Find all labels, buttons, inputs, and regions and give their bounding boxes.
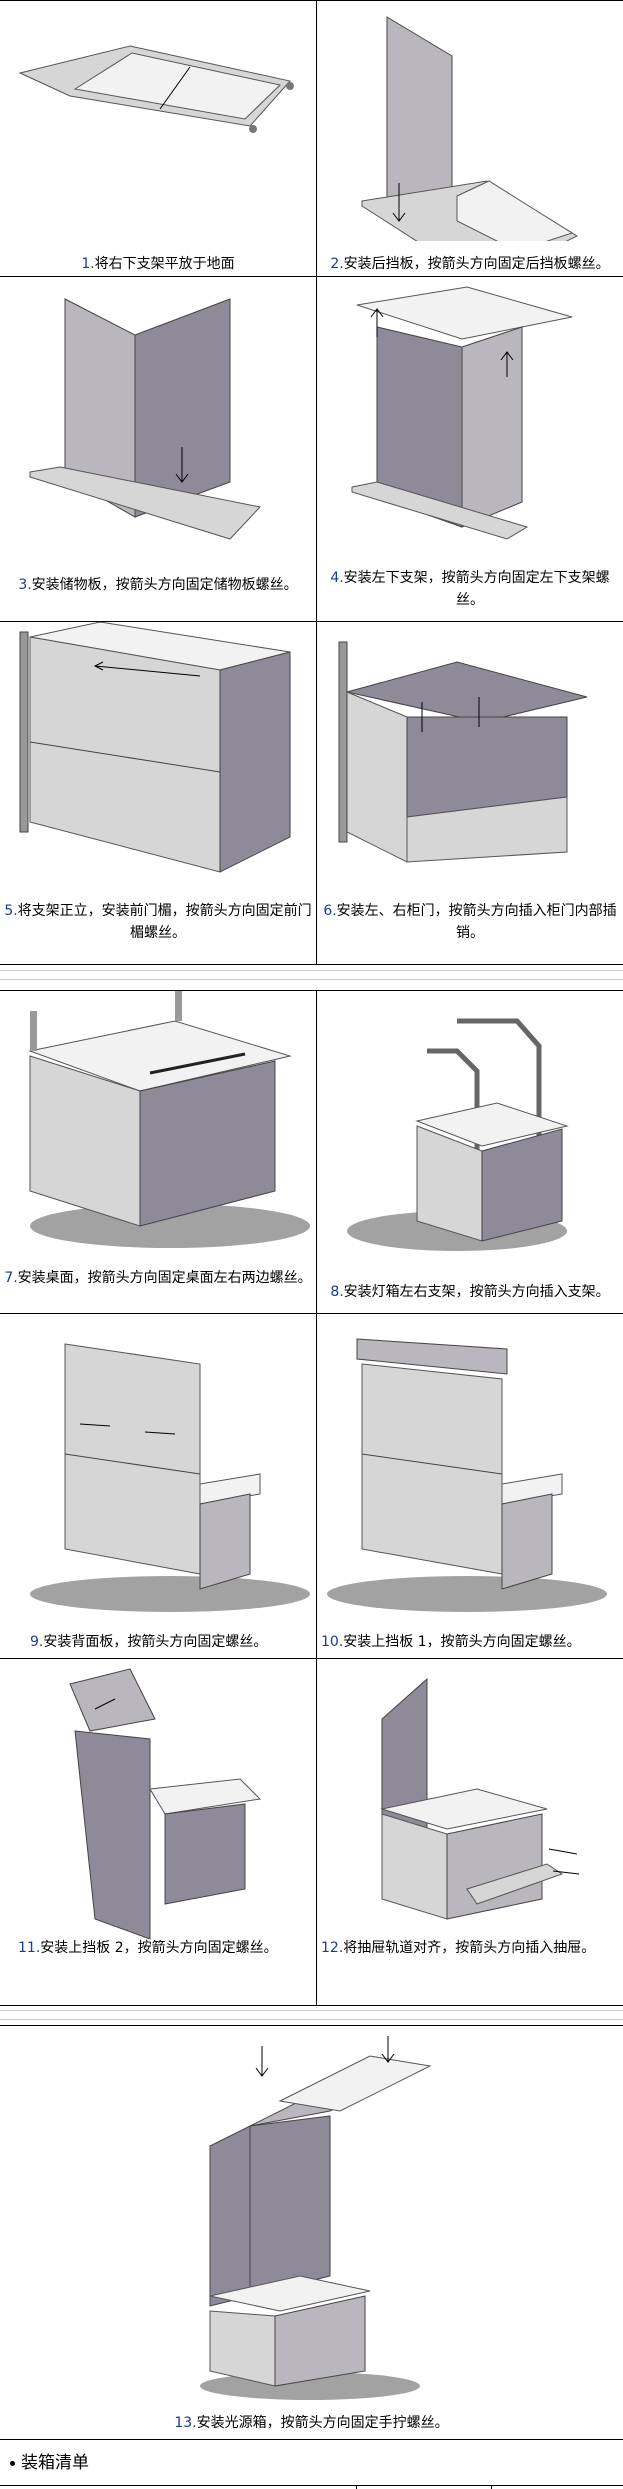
table-column-divider (491, 2485, 492, 2489)
step-caption: 11.安装上挡板 2，按箭头方向固定螺丝。 (18, 1940, 278, 1956)
step-cell-12: 12.将抽屉轨道对齐，按箭头方向插入抽屉。 (317, 1659, 623, 2005)
step-cell-3: 3.安装储物板，按箭头方向固定储物板螺丝。 (0, 277, 317, 621)
step-caption: 3.安装储物板，按箭头方向固定储物板螺丝。 (18, 577, 298, 593)
step-caption: 8.安装灯箱左右支架，按箭头方向插入支架。 (330, 1284, 610, 1300)
step-caption: 6.安装左、右柜门，按箭头方向插入柜门内部插销。 (323, 903, 617, 941)
step-caption: 2.安装后挡板，按箭头方向固定后挡板螺丝。 (330, 256, 610, 272)
step-8-illustration (347, 1018, 569, 1251)
row-divider (0, 276, 623, 277)
steps-table-1: 1.将右下支架平放于地面 2.安装后挡板，按箭头方向固定后挡板螺丝。 3.安装储… (0, 0, 623, 965)
table-gap (0, 2010, 623, 2020)
table-column-divider (356, 2485, 357, 2489)
step-caption: 9.安装背面板，按箭头方向固定螺丝。 (30, 1634, 268, 1650)
step-cell-13: 13.安装光源箱，按箭头方向固定手拧螺丝。 (0, 2026, 623, 2439)
steps-table-3: 13.安装光源箱，按箭头方向固定手拧螺丝。 (0, 2025, 623, 2440)
step-12-illustration (380, 1677, 580, 1920)
section-heading-packing-list: 装箱清单 (10, 2448, 89, 2473)
bullet-icon (10, 2460, 15, 2466)
step-caption: 12.将抽屉轨道对齐，按箭头方向插入抽屉。 (321, 1940, 596, 1956)
steps-table-2: 7.安装桌面，按箭头方向固定桌面左右两边螺丝。 8.安装灯箱左右支架，按箭头方向… (0, 990, 623, 2006)
step-cell-4: 4.安装左下支架，按箭头方向固定左下支架螺丝。 (317, 277, 623, 621)
step-cell-5: 5.将支架正立，安装前门楣，按箭头方向固定前门楣螺丝。 (0, 622, 317, 964)
step-cell-10: 10.安装上挡板 1，按箭头方向固定螺丝。 (317, 1314, 623, 1659)
step-5-illustration (19, 622, 291, 873)
step-cell-9: 9.安装背面板，按箭头方向固定螺丝。 (0, 1314, 317, 1659)
step-cell-8: 8.安装灯箱左右支架，按箭头方向插入支架。 (317, 991, 623, 1313)
step-caption: 10.安装上挡板 1，按箭头方向固定螺丝。 (321, 1634, 581, 1650)
step-2-illustration (361, 16, 579, 241)
step-caption: 7.安装桌面，按箭头方向固定桌面左右两边螺丝。 (4, 1270, 312, 1286)
step-caption: 4.安装左下支架，按箭头方向固定左下支架螺丝。 (330, 570, 610, 608)
step-cell-11: 11.安装上挡板 2，按箭头方向固定螺丝。 (0, 1659, 317, 2005)
step-13-illustration (200, 2036, 432, 2400)
step-9-illustration (30, 1343, 310, 1612)
row-divider (0, 1658, 623, 1659)
table-gap (0, 970, 623, 980)
step-6-illustration (338, 641, 588, 863)
step-cell-1: 1.将右下支架平放于地面 (0, 1, 317, 276)
step-3-illustration (29, 298, 261, 540)
step-caption: 13.安装光源箱，按箭头方向固定手拧螺丝。 (174, 2415, 449, 2431)
step-7-illustration (28, 991, 310, 1248)
step-11-illustration (69, 1668, 262, 1940)
step-1-illustration (18, 45, 294, 133)
step-cell-2: 2.安装后挡板，按箭头方向固定后挡板螺丝。 (317, 1, 623, 276)
step-4-illustration (351, 286, 573, 540)
step-cell-6: 6.安装左、右柜门，按箭头方向插入柜门内部插销。 (317, 622, 623, 964)
step-10-illustration (327, 1338, 607, 1612)
packing-list-table-top (0, 2485, 623, 2486)
step-cell-7: 7.安装桌面，按箭头方向固定桌面左右两边螺丝。 (0, 991, 317, 1313)
row-divider (0, 1313, 623, 1314)
step-caption: 1.将右下支架平放于地面 (81, 256, 235, 272)
row-divider (0, 621, 623, 622)
step-caption: 5.将支架正立，安装前门楣，按箭头方向固定前门楣螺丝。 (4, 903, 312, 941)
